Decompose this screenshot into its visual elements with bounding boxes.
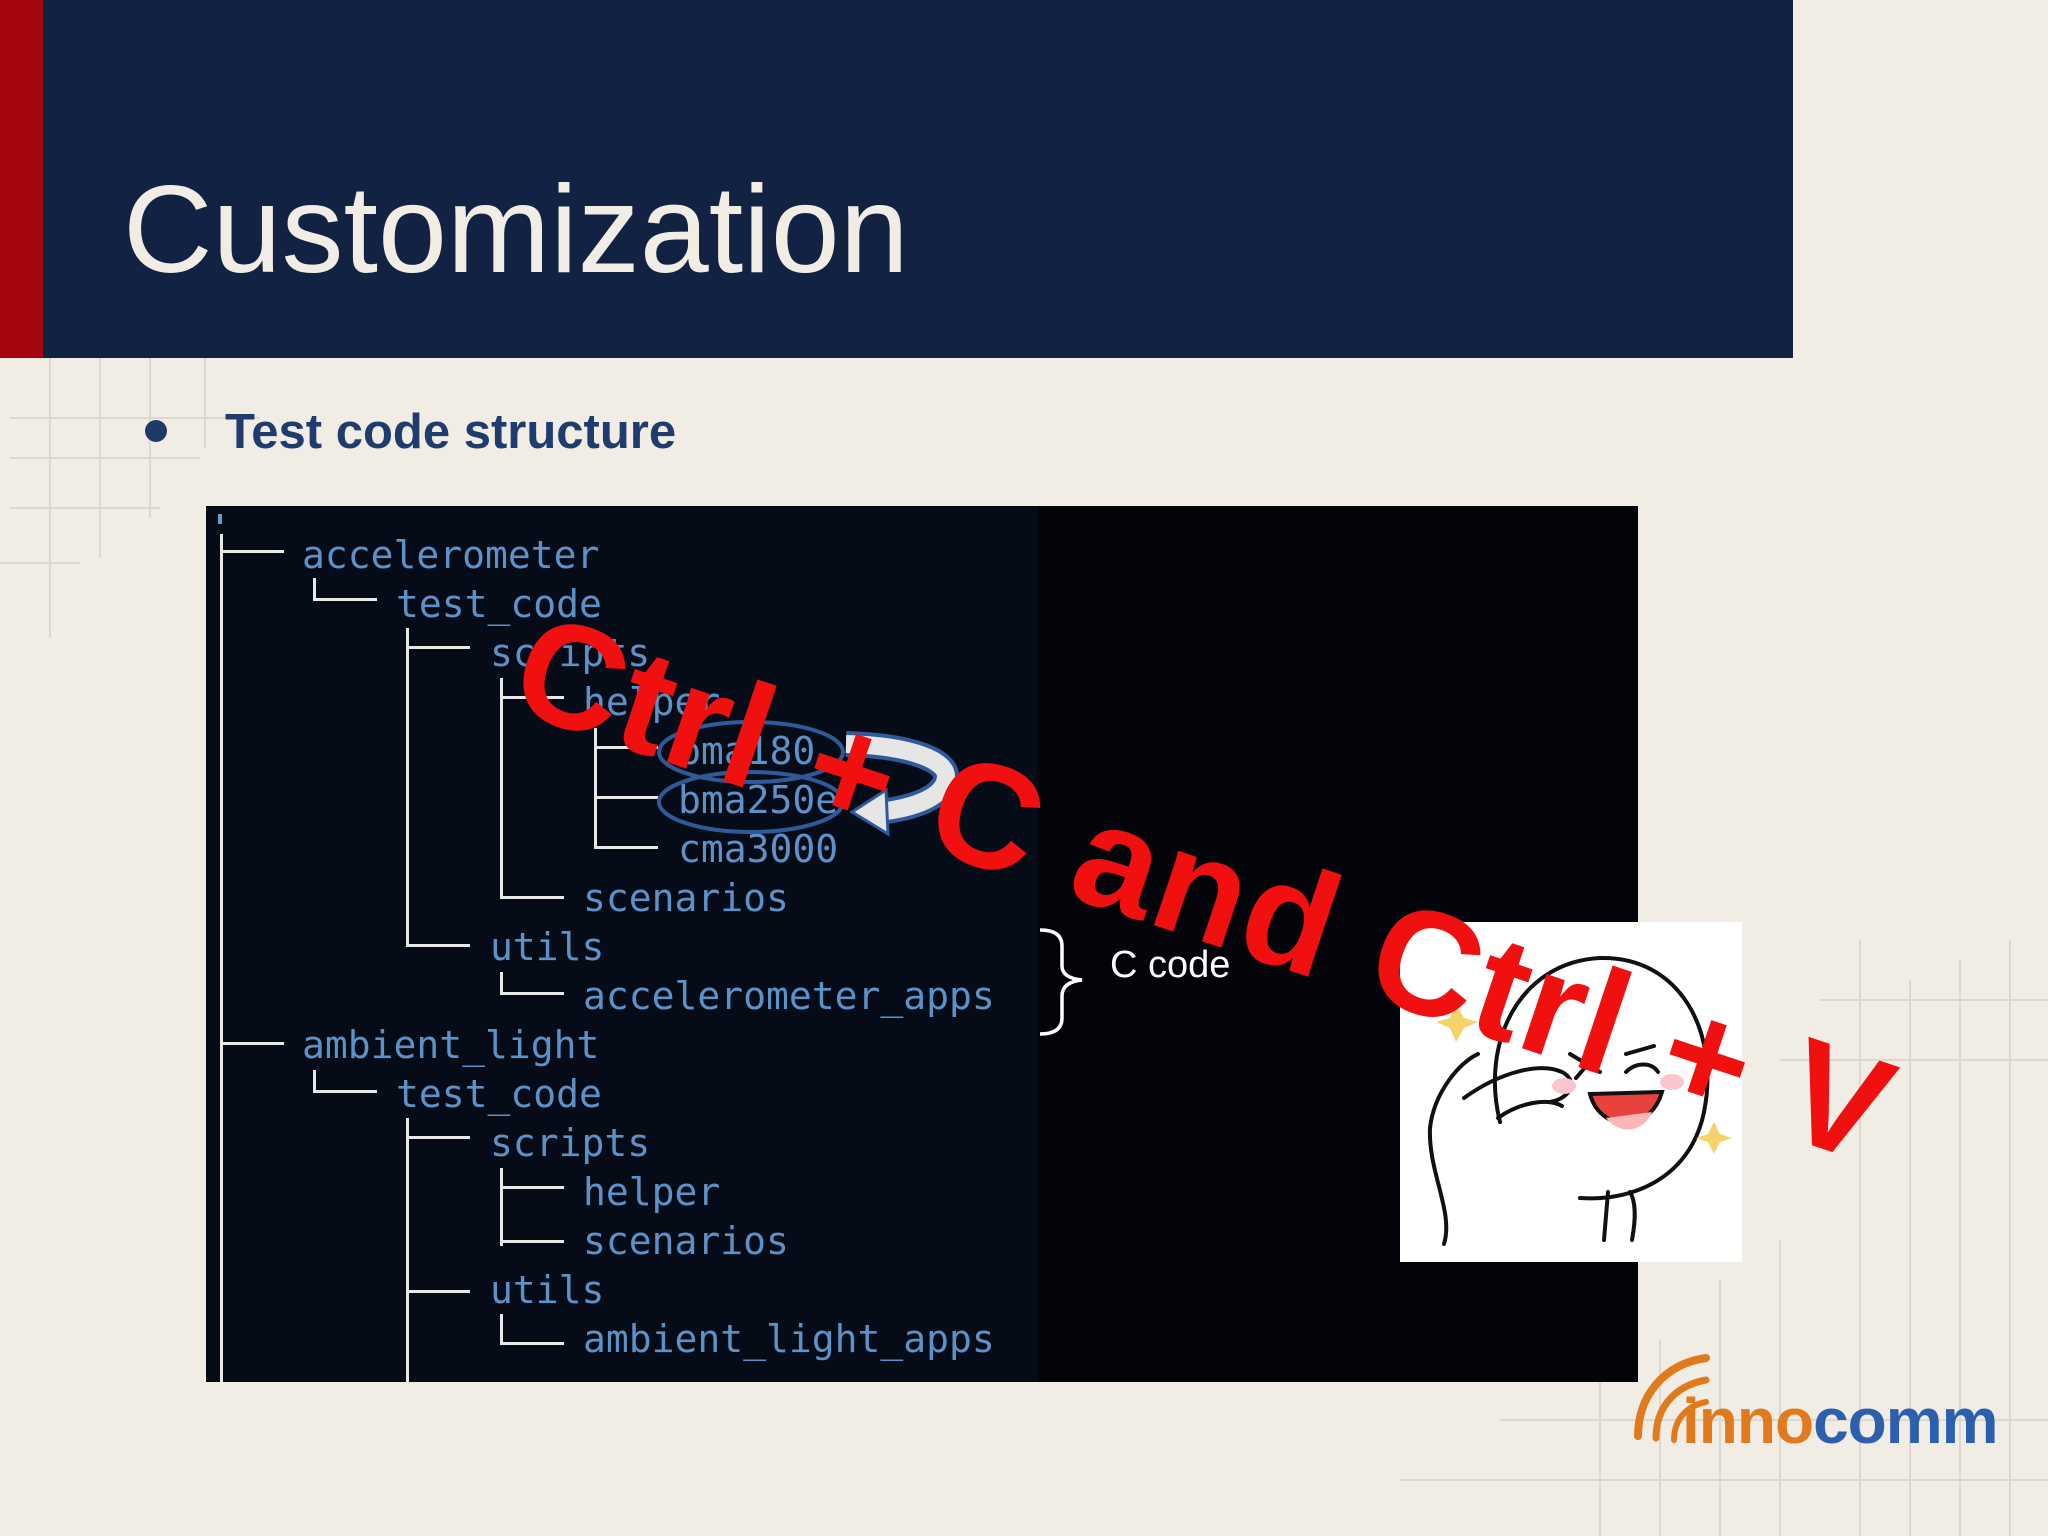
tree-item-accelerometer: accelerometer bbox=[302, 533, 600, 577]
tree-connector bbox=[313, 598, 377, 601]
tree-connector bbox=[220, 1042, 284, 1045]
tree-connector bbox=[220, 550, 284, 553]
tree-connector bbox=[594, 746, 658, 749]
tree-connector bbox=[313, 578, 316, 600]
header-bar bbox=[43, 0, 1793, 358]
tree-connector bbox=[500, 1314, 503, 1344]
tree-connector bbox=[500, 678, 503, 898]
tree-item-bma180: bma180 bbox=[678, 729, 816, 773]
tree-connector bbox=[500, 1168, 503, 1246]
tree-connector bbox=[594, 796, 658, 799]
tree-connector bbox=[500, 1240, 564, 1243]
bullet-dot bbox=[145, 420, 167, 442]
tree-item-ambient-light-apps: ambient_light_apps bbox=[583, 1317, 995, 1361]
header-accent-strip bbox=[0, 0, 43, 358]
tree-connector bbox=[313, 1090, 377, 1093]
tree-item-bma250e: bma250e bbox=[678, 778, 839, 822]
wink-sticker-icon bbox=[1400, 922, 1742, 1262]
tree-connector bbox=[313, 1070, 316, 1092]
tree-connector bbox=[406, 628, 409, 946]
tree-item-cma3000: cma3000 bbox=[678, 827, 839, 871]
tree-connector bbox=[500, 972, 503, 994]
tree-connector bbox=[500, 1342, 564, 1345]
logo-text: innocomm bbox=[1682, 1384, 1999, 1458]
terminal-screenshot: accelerometer test_code scripts helper b… bbox=[206, 506, 1638, 1382]
innocomm-logo: innocomm bbox=[1624, 1346, 2034, 1457]
terminal-left-panel bbox=[206, 506, 1038, 1382]
tree-item-test-code: test_code bbox=[396, 1072, 602, 1116]
tree-item-accelerometer-apps: accelerometer_apps bbox=[583, 974, 995, 1018]
logo-text-inno: inno bbox=[1682, 1385, 1814, 1457]
tree-item-scenarios: scenarios bbox=[583, 1219, 789, 1263]
page-title: Customization bbox=[123, 161, 909, 299]
tree-connector bbox=[406, 1118, 409, 1382]
tree-item-utils: utils bbox=[490, 1268, 605, 1312]
tree-connector bbox=[594, 846, 658, 849]
innocomm-arc-icon bbox=[1634, 1354, 1710, 1443]
tree-item-scripts: scripts bbox=[490, 631, 651, 675]
tree-item-helper: helper bbox=[583, 1170, 721, 1214]
copy-arrow-icon bbox=[657, 720, 960, 837]
tree-item-scripts: scripts bbox=[490, 1121, 651, 1165]
tree-connector bbox=[406, 646, 470, 649]
brace-icon bbox=[1039, 928, 1083, 1036]
tree-connector bbox=[594, 728, 597, 848]
tree-item-test-code: test_code bbox=[396, 582, 602, 626]
terminal-cursor bbox=[218, 514, 222, 524]
tree-connector bbox=[500, 896, 564, 899]
tree-connector bbox=[406, 944, 470, 947]
tree-item-utils: utils bbox=[490, 925, 605, 969]
tree-connector bbox=[220, 534, 223, 1382]
tree-connector bbox=[406, 1136, 470, 1139]
tree-item-ambient-light: ambient_light bbox=[302, 1023, 600, 1067]
tree-item-helper: helper bbox=[583, 680, 721, 724]
tree-connector bbox=[500, 1186, 564, 1189]
c-code-label: C code bbox=[1110, 944, 1231, 986]
tree-connector bbox=[500, 992, 564, 995]
tree-item-scenarios: scenarios bbox=[583, 876, 789, 920]
tree-connector bbox=[406, 1290, 470, 1293]
logo-text-comm: comm bbox=[1813, 1385, 1998, 1457]
bullet-text: Test code structure bbox=[225, 405, 677, 459]
tree-connector bbox=[500, 696, 564, 699]
